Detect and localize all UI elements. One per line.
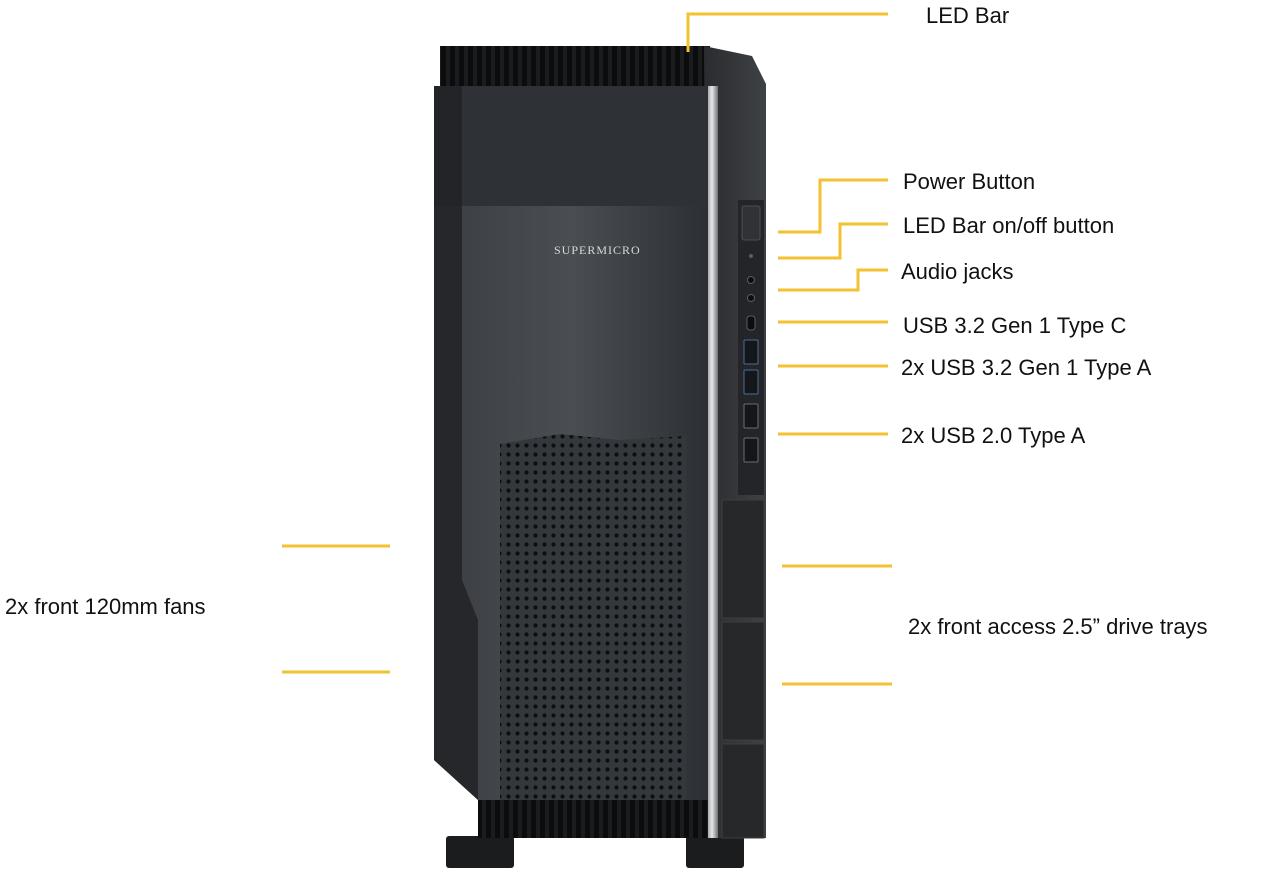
brand-logo: SUPERMICRO [554, 243, 641, 257]
leader-audio-jacks [778, 268, 888, 292]
usb-a-20-port-1 [743, 403, 759, 429]
audio-jack-2 [747, 294, 755, 302]
label-usb-c: USB 3.2 Gen 1 Type C [903, 313, 1127, 338]
label-led-bar: LED Bar [926, 3, 1010, 28]
top-heatsink-fins [440, 46, 710, 86]
callout-leaders [282, 12, 892, 686]
leader-led-bar [686, 12, 888, 52]
label-usb-a-20: 2x USB 2.0 Type A [901, 423, 1086, 448]
case-top-section [434, 86, 708, 206]
label-usb-a-32: 2x USB 3.2 Gen 1 Type A [901, 355, 1152, 380]
led-bar-toggle-button [749, 254, 753, 258]
label-power-button: Power Button [903, 169, 1036, 194]
drive-tray-2 [721, 621, 765, 741]
usb-a-20-port-2 [743, 437, 759, 463]
front-mesh-vent [500, 434, 686, 800]
usb-a-32-port-2 [743, 369, 759, 395]
label-audio-jacks: Audio jacks [901, 259, 1014, 284]
right-foot [686, 836, 744, 868]
label-led-bar-toggle: LED Bar on/off button [903, 213, 1115, 238]
led-bar-strip [706, 86, 718, 838]
label-front-fans: 2x front 120mm fans [5, 594, 206, 619]
left-foot [446, 836, 514, 868]
label-drive-trays: 2x front access 2.5” drive trays [908, 614, 1208, 639]
drive-tray-1 [721, 499, 765, 619]
power-button [741, 205, 761, 241]
bottom-vents [478, 800, 708, 838]
usb-c-port [746, 315, 756, 331]
audio-jack-1 [747, 276, 755, 284]
drive-bay-blank [721, 743, 765, 839]
usb-a-32-port-1 [743, 339, 759, 365]
leader-power-button [778, 178, 888, 234]
leader-led-bar-toggle [778, 222, 888, 260]
